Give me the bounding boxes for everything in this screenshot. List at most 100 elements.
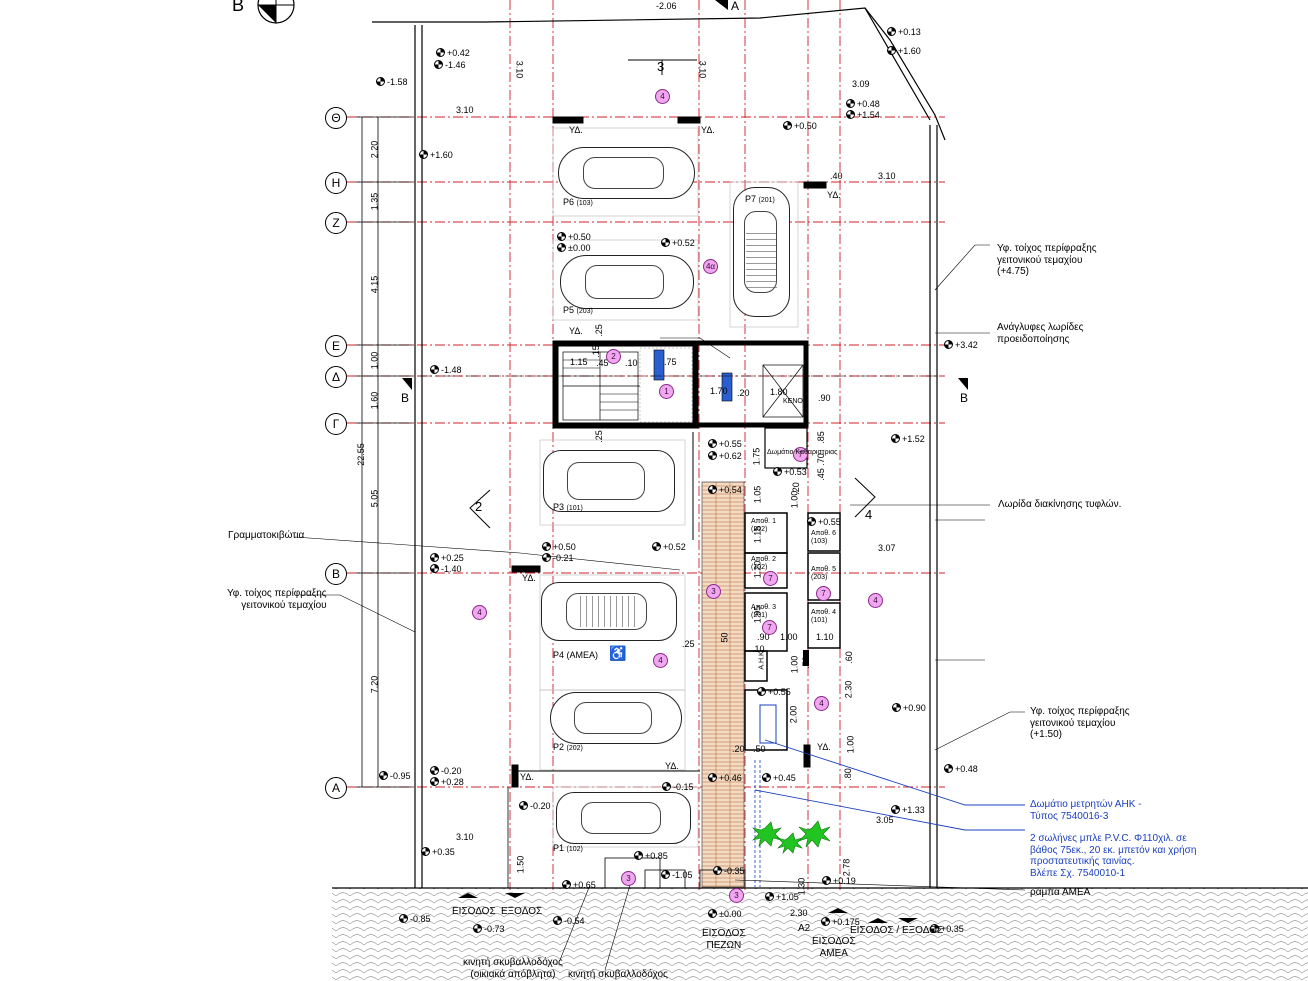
elevation: +1.60: [419, 150, 453, 160]
grid-bubble-gamma: Γ: [325, 413, 347, 435]
elevation: +0.35: [930, 924, 964, 934]
dim-4-15: 4.15: [369, 275, 380, 294]
entrance-exit-label: ΕΙΣΟΔΟΣ / ΕΞΟΔΟΣ: [850, 925, 944, 936]
dim-text: 1.00: [780, 632, 798, 642]
elevation: -0.95: [379, 771, 411, 781]
dim-5-05: 5.05: [369, 489, 380, 508]
elevation: -0.15: [662, 782, 694, 792]
section-label-top: 3: [657, 59, 665, 74]
dim-1-00: 1.00: [369, 351, 380, 370]
grid-bubble-beta: Β: [325, 563, 347, 585]
dim-text: .25: [593, 430, 604, 443]
elevation: +0.50: [542, 542, 576, 552]
elevation: -1.48: [430, 365, 462, 375]
zone-marker: 1: [659, 384, 674, 399]
dim-text: .90: [818, 393, 831, 403]
annotation-mailboxes: Γραμματοκιβώτια: [228, 530, 305, 541]
elevation: ±0.00: [556, 243, 591, 253]
dim-text: .10: [625, 358, 638, 368]
elevation: -1.46: [434, 60, 466, 70]
dim-text: 1.70: [710, 386, 728, 396]
dim-text: .70: [800, 656, 811, 669]
elevation: ±0.00: [707, 909, 742, 919]
elevation: +1.05: [765, 892, 799, 902]
grid-bubble-eta: Η: [325, 172, 347, 194]
dim-text: 1.75: [751, 447, 762, 466]
zone-marker: 7: [793, 447, 808, 462]
section-letter-left: B: [401, 391, 410, 405]
plot-boundary: [372, 7, 946, 888]
grid-bubble-alpha: Α: [325, 777, 347, 799]
elevation: +0.19: [822, 876, 856, 886]
parking-bays: [539, 127, 799, 848]
wheelchair-icon: ♿: [609, 645, 627, 661]
grid-bubble-theta: Θ: [325, 107, 347, 129]
annotation-bin: κινητή σκυβαλλοδόχος: [568, 969, 668, 980]
dim-text: 2.30: [843, 680, 854, 699]
elevation: +0.55: [807, 517, 841, 527]
parking-label-p6: P6 (103): [563, 197, 593, 208]
dim-text: .20: [737, 388, 750, 398]
dim-text: .75: [664, 357, 677, 367]
elevation: +0.25: [430, 553, 464, 563]
dim-text: .45: [815, 468, 826, 481]
annotation-meter-room: Δωμάτιο μετρητών ΑΗΚ -Τύπος 7540016-3: [1030, 799, 1142, 822]
elevation: -1.40: [430, 564, 462, 574]
storage-2: Αποθ. 2(102): [751, 556, 776, 572]
annotation-ramp: ράμπα ΑΜΕΑ: [1030, 887, 1091, 898]
dim-text: 1.10: [816, 632, 834, 642]
elevation: +0.52: [652, 542, 686, 552]
yd-label: ΥΔ.: [665, 761, 679, 771]
zone-marker: 3: [729, 888, 744, 903]
car-p5: [560, 255, 694, 309]
yd-label: ΥΔ.: [569, 125, 583, 135]
dim-text: .10: [752, 644, 765, 654]
zone-marker: 2: [606, 349, 621, 364]
dim-text: .25: [682, 639, 695, 649]
elevation: +1.54: [846, 110, 880, 120]
yd-label: ΥΔ.: [522, 573, 536, 583]
dim-text: 2.78: [841, 858, 852, 877]
elevation: +0.52: [661, 238, 695, 248]
parking-label-p2: P2 (202): [553, 742, 583, 753]
dim-text: 50: [719, 632, 730, 643]
ahk-label: Α.Η.Κ.: [758, 649, 766, 670]
dim-text: 1.80: [770, 387, 788, 397]
zone-marker: 4: [653, 653, 668, 668]
elevation: +0.55: [757, 687, 791, 697]
car-p1: [556, 792, 691, 844]
section-letter-bottom: Α2: [798, 923, 811, 934]
storage-1: Αποθ. 1(202): [751, 518, 776, 534]
elevation: +0.45: [762, 773, 796, 783]
dim-text: 1.15: [570, 357, 588, 367]
elevation: +0.62: [708, 451, 742, 461]
dim-text: 1.00: [789, 655, 800, 674]
dim-text: .25: [593, 324, 604, 337]
dim-text: 1.05: [752, 485, 763, 504]
dim-text: .80: [842, 768, 853, 781]
elevation: +1.60: [887, 46, 921, 56]
dim-7-20: 7.20: [369, 675, 380, 694]
elevation: -1.58: [376, 77, 408, 87]
stair-warning-strip-1: [653, 349, 665, 381]
zone-marker: 3: [621, 871, 636, 886]
zone-marker: 7: [762, 620, 777, 635]
zone-marker: 4: [868, 593, 883, 608]
dim-text: 1.00: [845, 735, 856, 754]
dim-text: -2.06: [656, 1, 677, 11]
elevation: +1.33: [891, 805, 925, 815]
dim-1-60: 1.60: [369, 391, 380, 410]
elevation: -0.85: [399, 914, 431, 924]
dim-text: 1.00: [789, 490, 800, 509]
storage-5: Αποθ. 5(203): [811, 566, 836, 582]
car-p7: [733, 187, 790, 317]
elevation: +0.48: [944, 764, 978, 774]
dim-text: .90: [757, 632, 770, 642]
street-paving: [332, 888, 1308, 981]
